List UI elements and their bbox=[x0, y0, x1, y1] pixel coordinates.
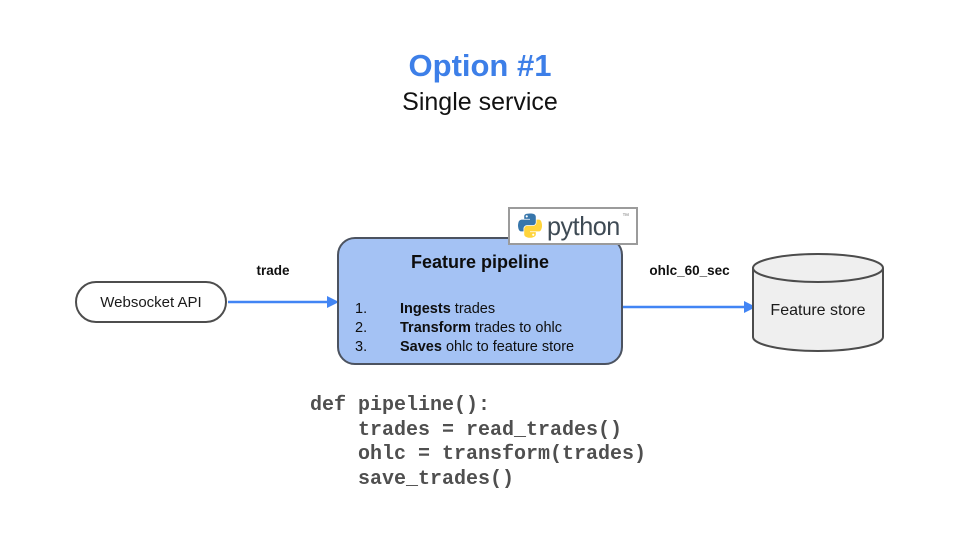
step-number: 3. bbox=[355, 339, 368, 355]
websocket-api-node: Websocket API bbox=[75, 281, 227, 323]
feature-pipeline-title: Feature pipeline bbox=[410, 252, 550, 272]
python-trademark: ™ bbox=[622, 213, 630, 220]
python-icon bbox=[518, 212, 542, 238]
step-number: 2. bbox=[355, 320, 368, 336]
code-line: def pipeline(): bbox=[310, 394, 491, 417]
code-line: save_trades() bbox=[310, 467, 515, 491]
step-text: Ingests trades bbox=[400, 301, 496, 317]
feature-store-node: Feature store bbox=[750, 251, 886, 354]
code-block: def pipeline(): trades = read_trades() o… bbox=[310, 394, 646, 492]
step-text: Saves ohlc to feature store bbox=[400, 339, 575, 355]
feature-store-label: Feature store bbox=[770, 302, 866, 319]
code-line: trades = read_trades() bbox=[310, 418, 623, 442]
python-wordmark: python bbox=[547, 211, 620, 241]
ohlc-edge-label: ohlc_60_sec bbox=[649, 263, 730, 278]
pipeline-step-list: 1. Ingests trades 2. Transform trades to… bbox=[355, 300, 615, 357]
pipeline-step: 1. Ingests trades bbox=[355, 300, 615, 319]
ohlc-arrow-icon bbox=[623, 301, 756, 313]
step-number: 1. bbox=[355, 301, 368, 317]
trade-arrow-icon bbox=[228, 296, 339, 308]
feature-pipeline-node: Feature pipeline 1. Ingests trades 2. Tr… bbox=[337, 237, 623, 365]
code-line: ohlc = transform(trades) bbox=[310, 443, 647, 466]
page-subtitle: Single service bbox=[402, 88, 558, 116]
page-title: Option #1 bbox=[408, 48, 552, 83]
trade-edge-label: trade bbox=[256, 263, 290, 278]
pipeline-step: 3. Saves ohlc to feature store bbox=[355, 338, 615, 357]
python-logo-badge: python ™ bbox=[508, 207, 638, 245]
database-cylinder-icon bbox=[752, 253, 884, 352]
step-text: Transform trades to ohlc bbox=[400, 320, 562, 336]
pipeline-step: 2. Transform trades to ohlc bbox=[355, 319, 615, 338]
websocket-api-label: Websocket API bbox=[100, 293, 202, 311]
